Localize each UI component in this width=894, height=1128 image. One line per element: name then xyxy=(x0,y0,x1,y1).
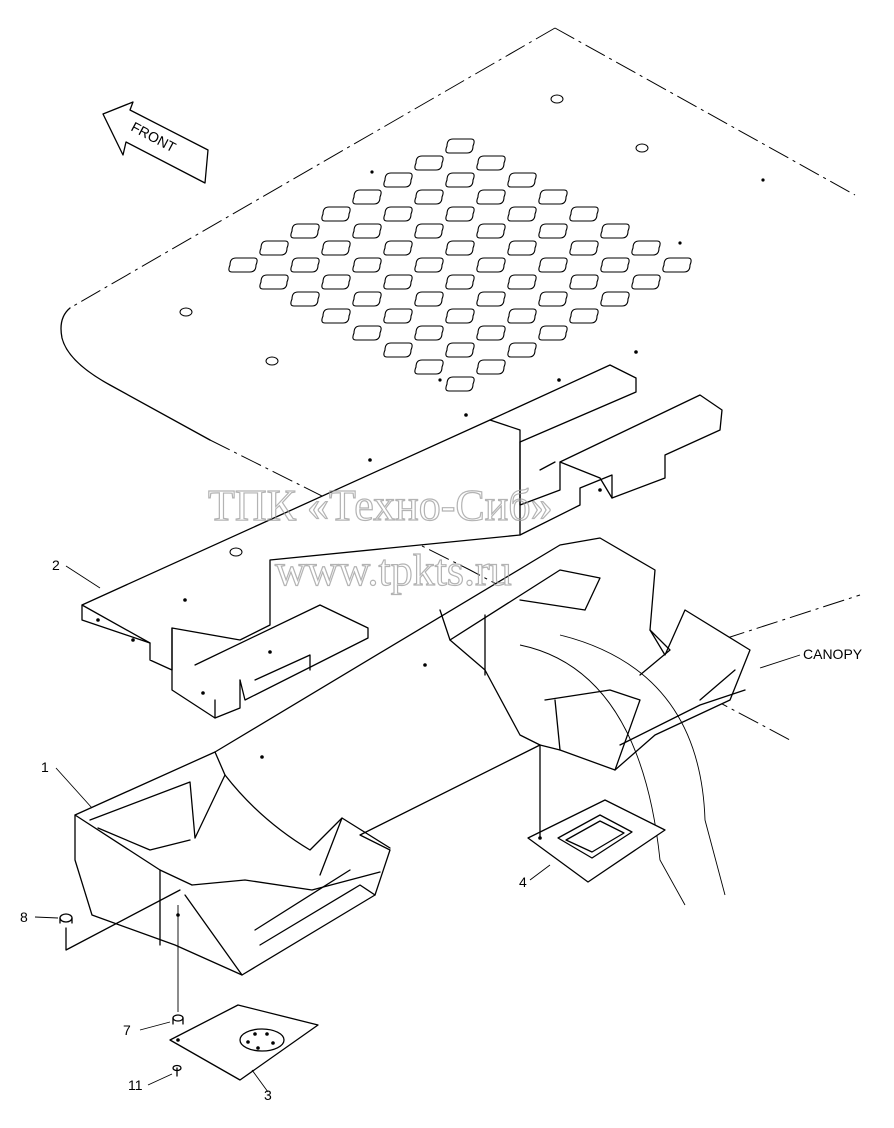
grille-slot xyxy=(476,223,506,239)
grille-slot xyxy=(476,155,506,171)
grille-slot xyxy=(414,223,444,239)
grille-slot xyxy=(414,325,444,341)
callout-1: 1 xyxy=(41,759,49,775)
grille-slot xyxy=(631,240,661,256)
grille-slot xyxy=(538,257,568,273)
grille-slot xyxy=(631,274,661,290)
grille-slot xyxy=(414,189,444,205)
grille-slot xyxy=(414,257,444,273)
fastener-bolt-11 xyxy=(172,1064,182,1077)
grille-slot xyxy=(414,155,444,171)
grille-slot xyxy=(383,240,413,256)
grille-slot xyxy=(569,274,599,290)
grille-slot xyxy=(383,342,413,358)
part-2-mounting-bracket xyxy=(81,350,723,719)
grille-slot xyxy=(259,274,289,290)
grille-slot xyxy=(445,138,475,154)
grille-slot xyxy=(445,172,475,188)
grille-slot xyxy=(383,274,413,290)
grille-slot xyxy=(383,172,413,188)
watermark-url: www.tpkts.ru xyxy=(275,546,512,595)
grille-slot xyxy=(569,308,599,324)
watermark-company: ТПК «Техно-Сиб» xyxy=(208,481,553,530)
grille-slot xyxy=(259,240,289,256)
grille-slot xyxy=(600,223,630,239)
grille-slot xyxy=(476,189,506,205)
callout-11: 11 xyxy=(128,1077,143,1093)
grille-slot xyxy=(507,206,537,222)
grille-slot xyxy=(476,257,506,273)
grille-slot xyxy=(383,308,413,324)
part-4-access-cover xyxy=(527,744,666,883)
grille-slot xyxy=(352,189,382,205)
grille-slot xyxy=(445,376,475,392)
callout-2: 2 xyxy=(52,557,60,573)
canopy-label: CANOPY xyxy=(803,646,863,662)
grille-slot xyxy=(321,240,351,256)
grille-slot xyxy=(228,257,258,273)
grille-slot xyxy=(538,223,568,239)
watermark: ТПК «Техно-Сиб» www.tpkts.ru xyxy=(207,480,553,595)
grille-slot xyxy=(352,325,382,341)
grille-slot xyxy=(445,308,475,324)
grille-slot xyxy=(476,359,506,375)
grille-slot xyxy=(569,240,599,256)
grille-slot xyxy=(352,291,382,307)
roof-vent-grille xyxy=(228,138,692,392)
grille-slot xyxy=(290,257,320,273)
grille-slot xyxy=(352,223,382,239)
grille-slot xyxy=(507,274,537,290)
callout-3: 3 xyxy=(264,1087,272,1103)
grille-slot xyxy=(383,206,413,222)
grille-slot xyxy=(445,342,475,358)
grille-slot xyxy=(290,223,320,239)
grille-slot xyxy=(507,240,537,256)
grille-slot xyxy=(476,291,506,307)
fastener-nut-7 xyxy=(172,1014,184,1025)
grille-slot xyxy=(290,291,320,307)
grille-slot xyxy=(507,172,537,188)
grille-slot xyxy=(507,342,537,358)
grille-slot xyxy=(569,206,599,222)
grille-slot xyxy=(321,274,351,290)
grille-slot xyxy=(445,240,475,256)
grille-slot xyxy=(600,257,630,273)
callouts: 2 1 3 4 7 8 11 CANOPY xyxy=(20,557,863,1103)
grille-slot xyxy=(476,325,506,341)
grille-slot xyxy=(414,291,444,307)
grille-slot xyxy=(321,206,351,222)
callout-7: 7 xyxy=(123,1022,131,1038)
grille-slot xyxy=(445,206,475,222)
front-direction-arrow: FRONT xyxy=(102,101,209,184)
grille-slot xyxy=(352,257,382,273)
fastener-nut-8 xyxy=(59,889,181,951)
callout-4: 4 xyxy=(519,874,527,890)
grille-slot xyxy=(662,257,692,273)
part-3-access-cover xyxy=(169,905,319,1081)
grille-slot xyxy=(414,359,444,375)
grille-slot xyxy=(600,291,630,307)
grille-slot xyxy=(321,308,351,324)
grille-slot xyxy=(538,325,568,341)
grille-slot xyxy=(538,291,568,307)
grille-slot xyxy=(538,189,568,205)
grille-slot xyxy=(507,308,537,324)
callout-8: 8 xyxy=(20,909,28,925)
grille-slot xyxy=(445,274,475,290)
